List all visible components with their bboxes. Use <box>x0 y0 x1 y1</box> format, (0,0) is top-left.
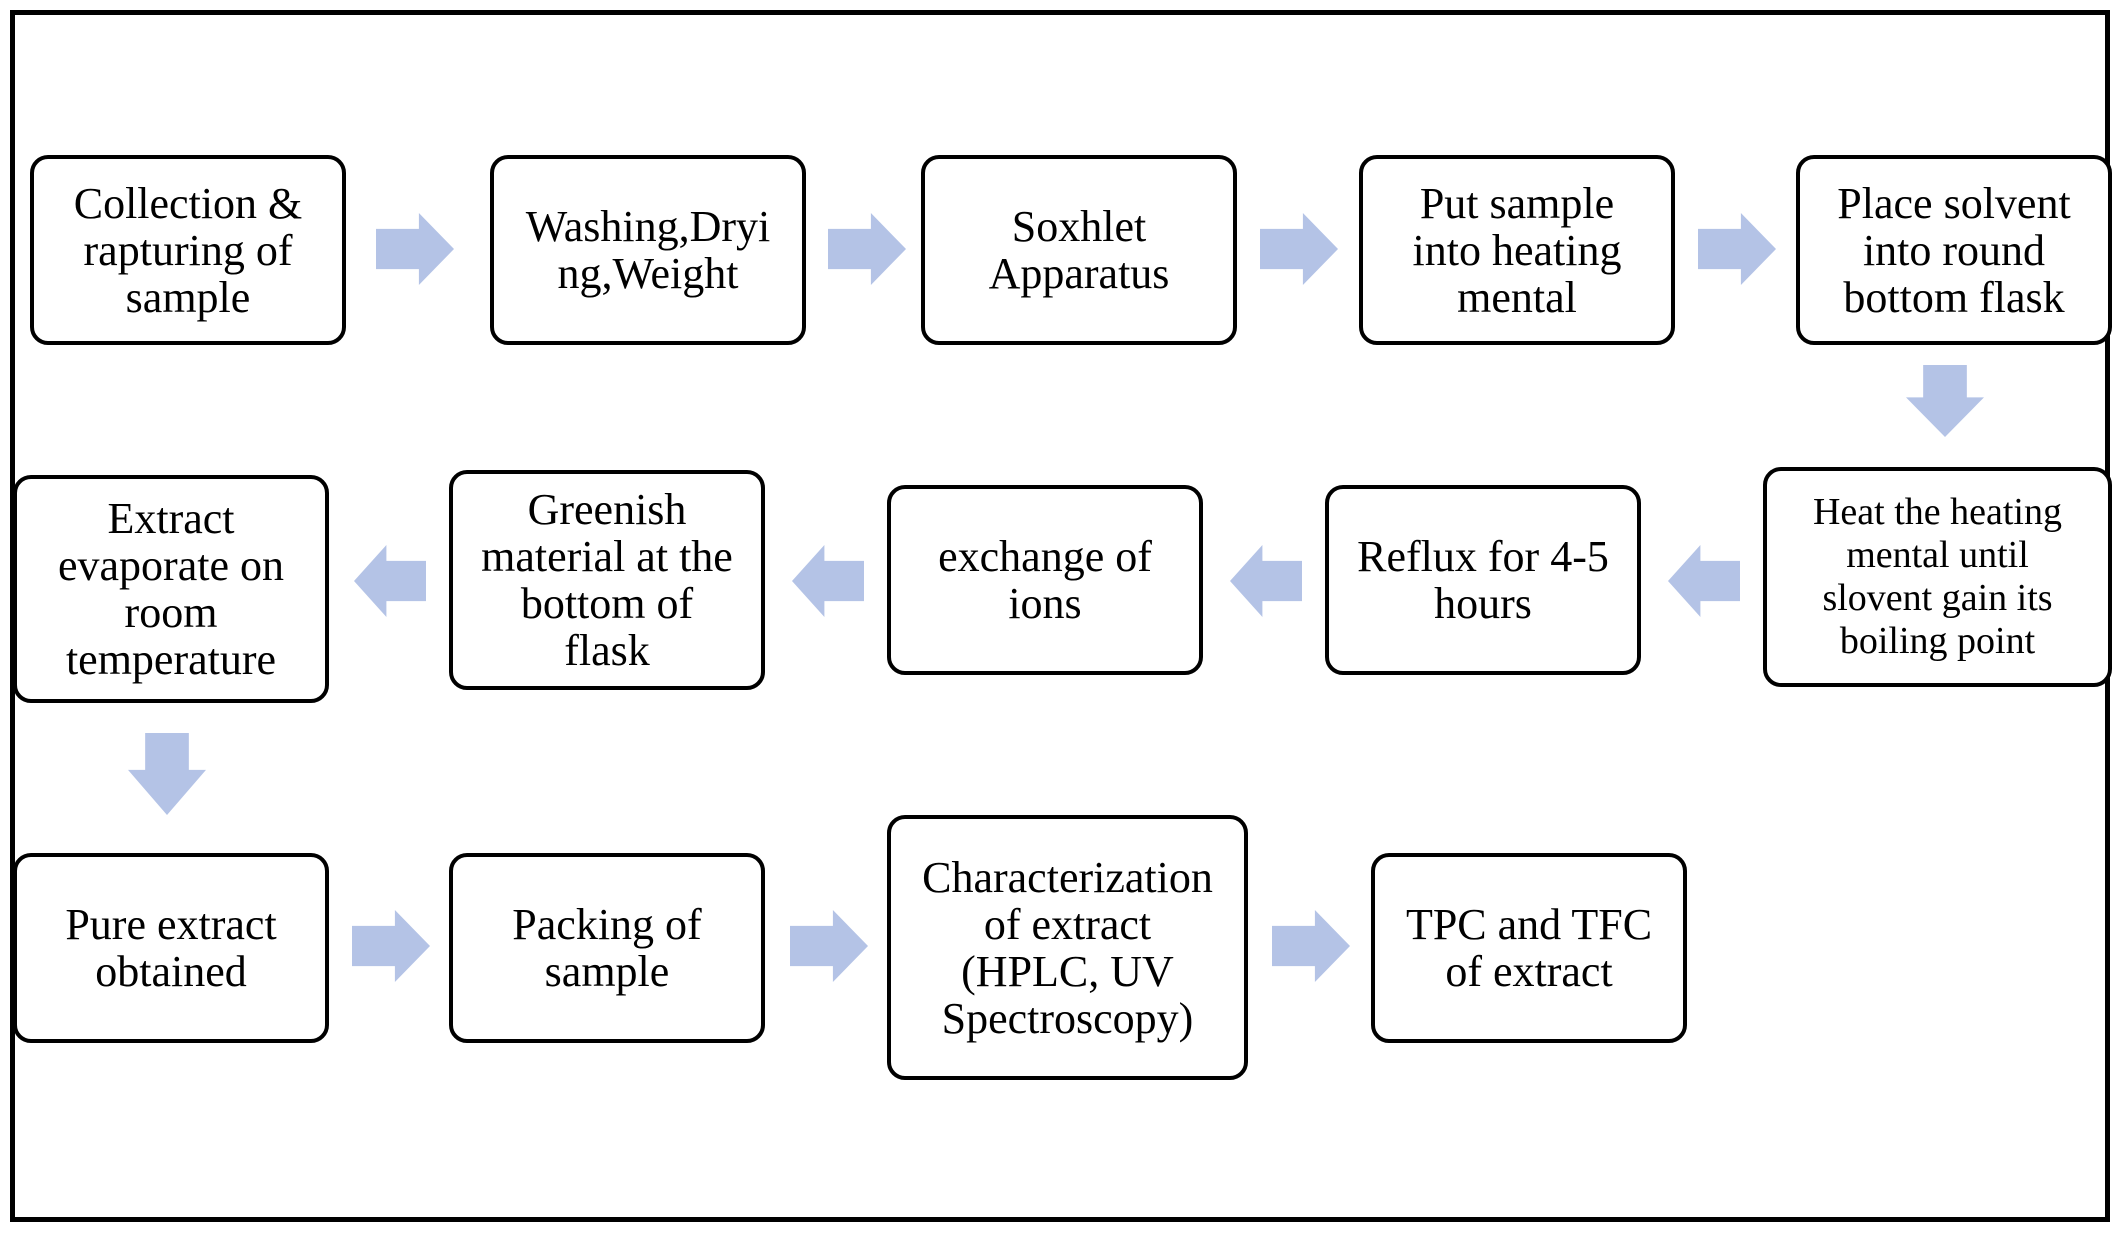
arrow-right-icon <box>352 910 430 982</box>
step-label: Extract evaporate on room temperature <box>58 494 284 684</box>
step-exchange-ions-box: exchange of ions <box>887 485 1203 675</box>
step-collection-box: Collection & rapturing of sample <box>30 155 346 345</box>
step-label: Packing of sample <box>512 900 702 996</box>
arrow-left-icon <box>354 545 426 617</box>
step-extract-evaporate-box: Extract evaporate on room temperature <box>13 475 329 703</box>
step-label: Collection & rapturing of sample <box>73 178 303 322</box>
arrow-left-icon <box>792 545 864 617</box>
step-pure-extract-box: Pure extract obtained <box>13 853 329 1043</box>
step-label: Reflux for 4-5 hours <box>1357 532 1609 628</box>
arrow-left-icon <box>1230 545 1302 617</box>
step-packing-box: Packing of sample <box>449 853 765 1043</box>
step-label: Pure extract obtained <box>65 900 277 996</box>
arrow-right-icon <box>790 910 868 982</box>
step-soxhlet-box: Soxhlet Apparatus <box>921 155 1237 345</box>
step-washing-box: Washing,Dryi ng,Weight <box>490 155 806 345</box>
step-label: Soxhlet Apparatus <box>988 202 1170 298</box>
arrow-down-icon <box>1906 365 1984 437</box>
arrow-right-icon <box>1272 910 1350 982</box>
step-place-solvent-box: Place solvent into round bottom flask <box>1796 155 2112 345</box>
step-label: Characterization of extract (HPLC, UV Sp… <box>922 852 1213 1043</box>
arrow-right-icon <box>828 213 906 285</box>
step-reflux-box: Reflux for 4-5 hours <box>1325 485 1641 675</box>
step-label: TPC and TFC of extract <box>1405 900 1653 996</box>
step-label: Greenish material at the bottom of flask <box>481 485 733 675</box>
step-label: exchange of ions <box>938 532 1152 628</box>
arrow-right-icon <box>1698 213 1776 285</box>
step-label: Heat the heating mental until slovent ga… <box>1812 491 2062 662</box>
arrow-right-icon <box>376 213 454 285</box>
step-heat-box: Heat the heating mental until slovent ga… <box>1763 467 2112 687</box>
step-characterization-box: Characterization of extract (HPLC, UV Sp… <box>887 815 1248 1080</box>
arrow-right-icon <box>1260 213 1338 285</box>
step-label: Washing,Dryi ng,Weight <box>525 202 771 298</box>
step-greenish-material-box: Greenish material at the bottom of flask <box>449 470 765 690</box>
step-label: Put sample into heating mental <box>1412 178 1622 322</box>
step-put-sample-box: Put sample into heating mental <box>1359 155 1675 345</box>
step-tpc-tfc-box: TPC and TFC of extract <box>1371 853 1687 1043</box>
arrow-left-icon <box>1668 545 1740 617</box>
step-label: Place solvent into round bottom flask <box>1837 178 2071 322</box>
arrow-down-icon <box>128 733 206 815</box>
